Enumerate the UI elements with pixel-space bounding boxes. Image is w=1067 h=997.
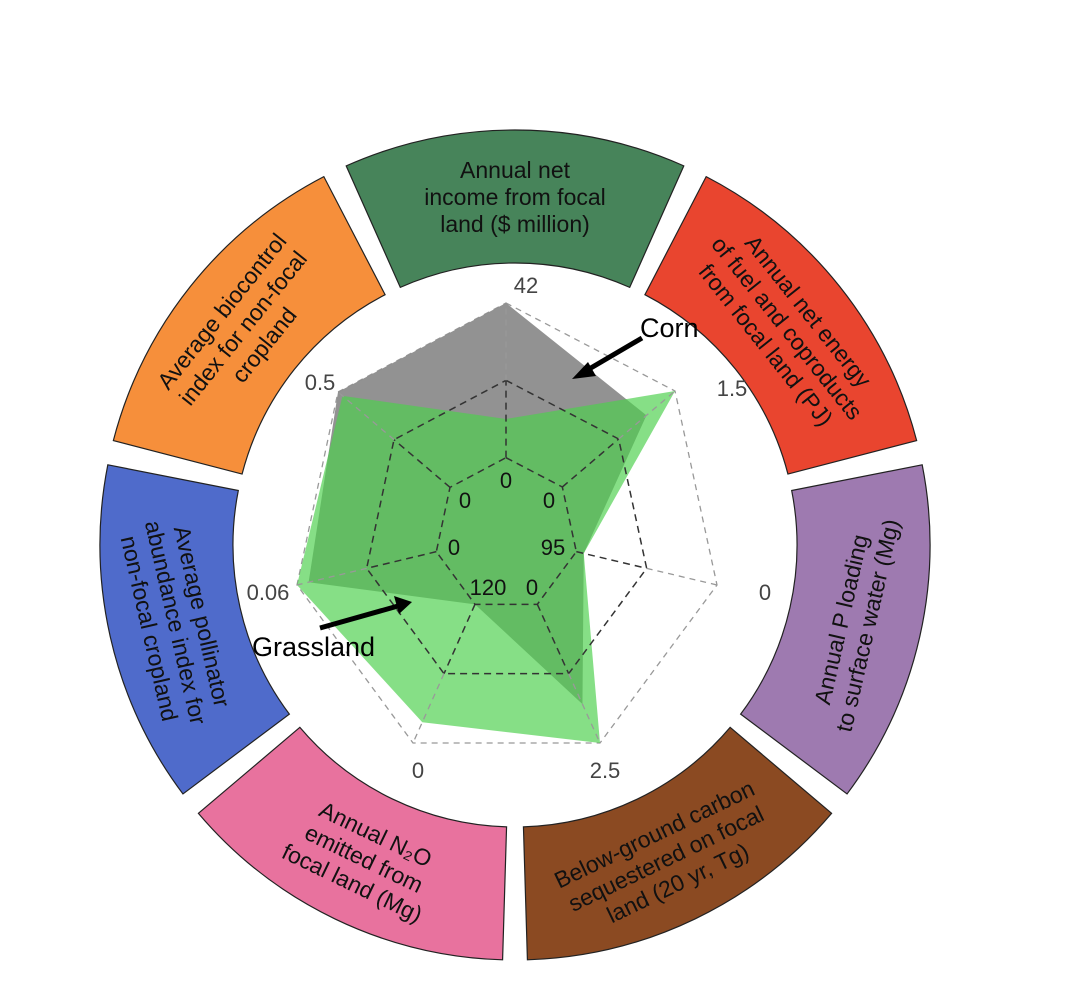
inner-tick-3: 0 xyxy=(526,575,538,600)
outer-tick-0: 42 xyxy=(514,273,538,298)
inner-tick-4: 120 xyxy=(470,575,507,600)
ring-segment-3 xyxy=(522,726,833,961)
grid-outer xyxy=(296,302,718,744)
grid-spoke xyxy=(536,604,570,674)
series-grassland xyxy=(297,391,675,743)
grid-spoke-outer xyxy=(618,390,676,440)
annotations: Corn Grassland xyxy=(252,313,699,662)
inner-tick-0: 0 xyxy=(500,468,512,493)
arrow-grassland xyxy=(319,603,399,631)
radar-grid-overlay xyxy=(296,303,718,744)
grid-ring-0 xyxy=(435,456,578,606)
radar-grid xyxy=(296,302,718,744)
grid-spoke xyxy=(576,550,647,570)
outer-tick-4: 0 xyxy=(412,758,424,783)
grid-spoke-outer xyxy=(296,567,367,586)
grid-spoke xyxy=(443,604,476,674)
outer-tick-6: 0.5 xyxy=(305,370,336,395)
grid-ring-1 xyxy=(365,379,648,675)
series-polygons xyxy=(297,303,675,743)
grid-spoke xyxy=(561,438,620,488)
grid-spoke-outer xyxy=(412,673,445,744)
arrow-corn xyxy=(582,335,644,375)
inner-tick-6: 0 xyxy=(459,488,471,513)
axis-label-line: land ($ million) xyxy=(440,211,590,237)
axis-label-line: Annual net xyxy=(460,157,571,183)
inner-tick-1: 0 xyxy=(543,488,555,513)
outer-tick-1: 1.5 xyxy=(717,376,748,401)
grid-spoke-outer xyxy=(646,567,718,586)
ring-segment-2 xyxy=(739,464,931,795)
outer-tick-3: 2.5 xyxy=(590,758,621,783)
ring-segment-4 xyxy=(197,726,508,961)
grid-spoke-outer xyxy=(568,673,601,744)
ring-segment-5 xyxy=(99,464,291,795)
annotation-corn: Corn xyxy=(640,313,699,343)
outer-tick-5: 0.06 xyxy=(247,580,290,605)
arrowhead-corn xyxy=(572,362,596,379)
inner-tick-5: 0 xyxy=(448,535,460,560)
ring-segment-6 xyxy=(112,175,386,475)
ring-segment-1 xyxy=(644,175,918,475)
grid-spoke xyxy=(393,439,451,488)
annotation-grassland: Grassland xyxy=(252,632,375,662)
ring-segment-0 xyxy=(345,129,685,289)
inner-tick-2: 95 xyxy=(541,535,565,560)
outer-tick-2: 0 xyxy=(759,580,771,605)
grid-spoke-outer xyxy=(337,391,395,441)
arrowhead-grassland xyxy=(394,596,412,614)
axis-label-line: income from focal xyxy=(424,184,606,210)
